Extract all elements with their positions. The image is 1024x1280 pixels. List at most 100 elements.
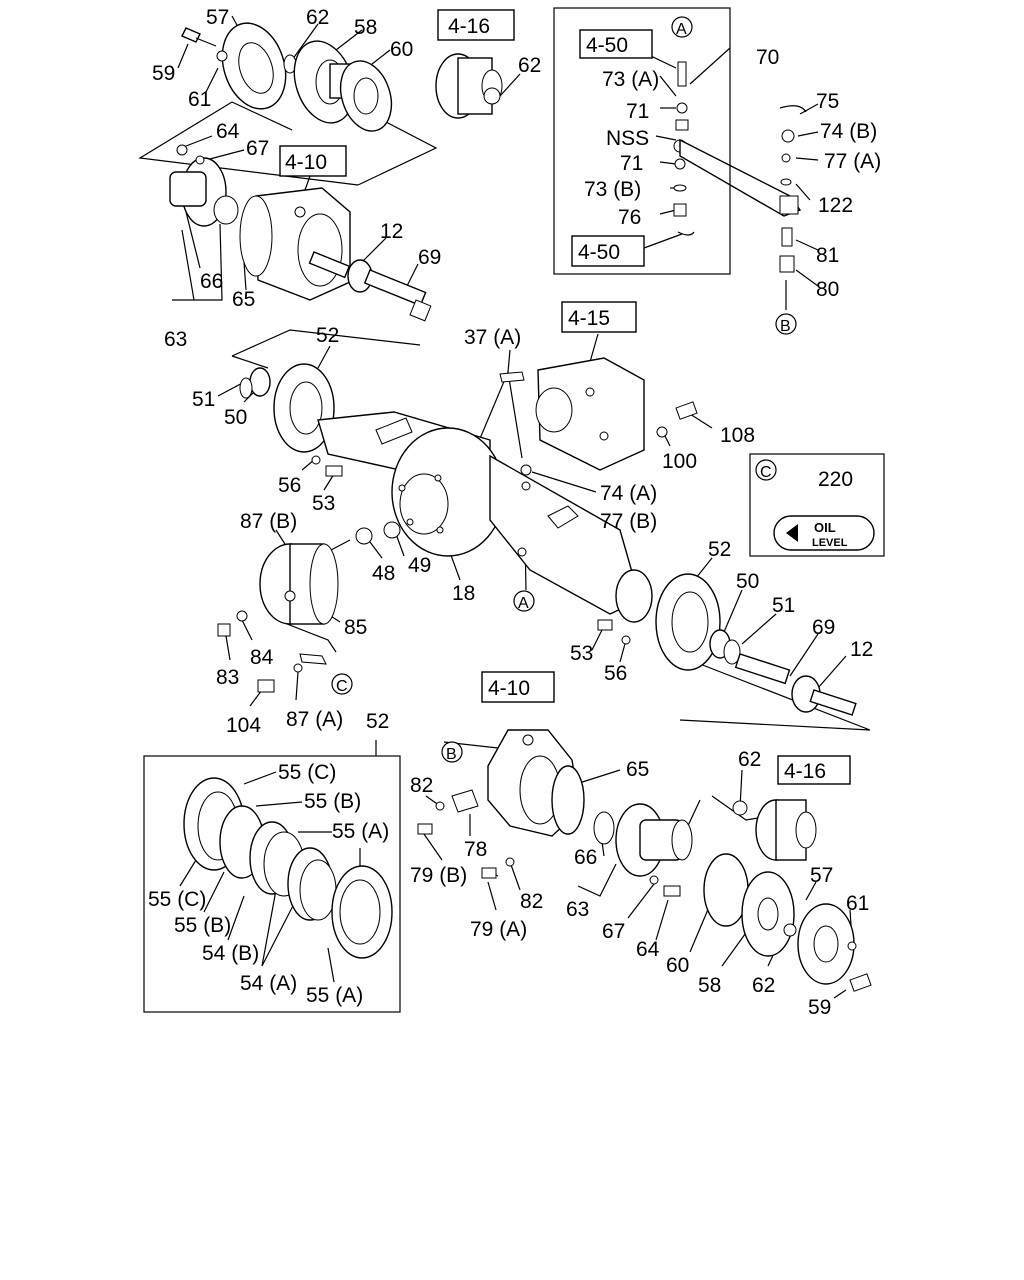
marker-a-top: A (676, 21, 687, 38)
label-67: 67 (246, 137, 269, 160)
label-49: 49 (408, 554, 431, 577)
label-70: 70 (756, 46, 779, 69)
label-53-b: 53 (570, 642, 593, 665)
label-52-b: 52 (708, 538, 731, 561)
label-12: 12 (380, 220, 403, 243)
label-71-b: 71 (620, 152, 643, 175)
label-50: 50 (224, 406, 247, 429)
label-50-b: 50 (736, 570, 759, 593)
label-62: 62 (306, 6, 329, 29)
label-78: 78 (464, 838, 487, 861)
label-62-c: 62 (738, 748, 761, 771)
level-text: LEVEL (812, 537, 848, 549)
label-55a-bottom: 55 (A) (306, 984, 363, 1007)
ref-4-16-top: 4-16 (448, 15, 490, 38)
label-58-b: 58 (698, 974, 721, 997)
part-labels: 57 62 58 60 59 61 62 64 67 12 69 66 65 6… (148, 6, 881, 1019)
label-87b: 87 (B) (240, 510, 297, 533)
ref-4-16-bottom: 4-16 (784, 760, 826, 783)
label-77a: 77 (A) (824, 150, 881, 173)
marker-b-bottom: B (446, 746, 457, 763)
ref-4-10-top: 4-10 (285, 151, 327, 174)
label-69-b: 69 (812, 616, 835, 639)
label-82-b: 82 (520, 890, 543, 913)
oil-level-inset-frame (749, 453, 885, 557)
label-122: 122 (818, 194, 853, 217)
label-75: 75 (816, 90, 839, 113)
label-55b-bottom: 55 (B) (174, 914, 231, 937)
label-55a-top: 55 (A) (332, 820, 389, 843)
marker-c-left: C (336, 678, 348, 695)
label-54a: 54 (A) (240, 972, 297, 995)
label-62-b: 62 (518, 54, 541, 77)
label-79b: 79 (B) (410, 864, 467, 887)
label-76: 76 (618, 206, 641, 229)
label-56: 56 (278, 474, 301, 497)
steering-linkage-box (673, 61, 807, 273)
ref-4-50-bottom: 4-50 (578, 241, 620, 264)
label-81: 81 (816, 244, 839, 267)
label-52: 52 (316, 324, 339, 347)
ref-4-50-top: 4-50 (586, 34, 628, 57)
label-67-b: 67 (602, 920, 625, 943)
label-57: 57 (206, 6, 229, 29)
label-37a: 37 (A) (464, 326, 521, 349)
label-60: 60 (390, 38, 413, 61)
ref-4-10-bottom: 4-10 (488, 677, 530, 700)
label-57-b: 57 (810, 864, 833, 887)
hub-assembly-top-left (181, 22, 503, 132)
label-71: 71 (626, 100, 649, 123)
label-55c-bottom: 55 (C) (148, 888, 206, 911)
label-66-b: 66 (574, 846, 597, 869)
axle-housing-center (239, 357, 698, 623)
label-61: 61 (188, 88, 211, 111)
steering-linkage-frame (553, 7, 731, 275)
label-58: 58 (354, 16, 377, 39)
label-74b: 74 (B) (820, 120, 877, 143)
label-65: 65 (232, 288, 255, 311)
oil-text: OIL (814, 520, 836, 535)
label-54b: 54 (B) (202, 942, 259, 965)
bearing-rings-inset (183, 777, 393, 959)
label-61-b: 61 (846, 892, 869, 915)
label-56-b: 56 (604, 662, 627, 685)
label-66: 66 (200, 270, 223, 293)
marker-c-inset: C (760, 464, 772, 481)
label-85: 85 (344, 616, 367, 639)
label-51: 51 (192, 388, 215, 411)
label-63: 63 (164, 328, 187, 351)
label-64-b: 64 (636, 938, 660, 961)
label-73a: 73 (A) (602, 68, 659, 91)
label-63-b: 63 (566, 898, 589, 921)
oil-level-badge: OIL LEVEL (773, 515, 875, 551)
label-59-b: 59 (808, 996, 831, 1019)
bearing-inset-frame (143, 755, 401, 1013)
label-100: 100 (662, 450, 697, 473)
ref-4-15: 4-15 (568, 307, 610, 330)
label-18: 18 (452, 582, 475, 605)
label-104: 104 (226, 714, 261, 737)
marker-a-center: A (518, 595, 529, 612)
label-55b-top: 55 (B) (304, 790, 361, 813)
label-73b: 73 (B) (584, 178, 641, 201)
label-64: 64 (216, 120, 240, 143)
label-55c-top: 55 (C) (278, 761, 336, 784)
label-77b: 77 (B) (600, 510, 657, 533)
label-82: 82 (410, 774, 433, 797)
label-48: 48 (372, 562, 395, 585)
rear-cover-left (217, 543, 339, 693)
label-84: 84 (250, 646, 274, 669)
label-80: 80 (816, 278, 839, 301)
label-65-b: 65 (626, 758, 649, 781)
reference-boxes: 4-16 4-10 4-50 4-50 4-15 4-10 4-16 (279, 9, 851, 785)
label-nss: NSS (606, 127, 649, 150)
label-83: 83 (216, 666, 239, 689)
label-62-d: 62 (752, 974, 775, 997)
label-60-b: 60 (666, 954, 689, 977)
label-59: 59 (152, 62, 175, 85)
label-53: 53 (312, 492, 335, 515)
label-12-b: 12 (850, 638, 873, 661)
steering-knuckle-top-left (169, 144, 432, 322)
circled-markers: A B A C C B (331, 16, 797, 763)
